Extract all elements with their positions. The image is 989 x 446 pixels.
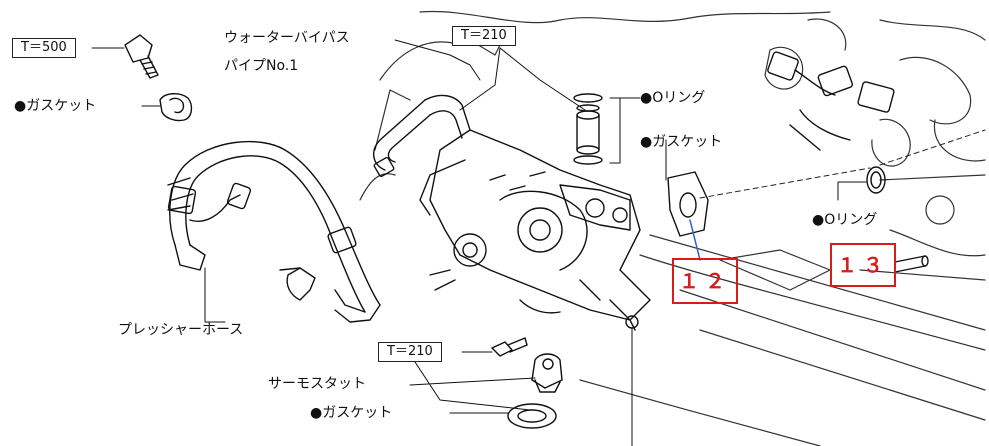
water-bypass-label-line2: パイプNo.1 [224, 58, 299, 74]
water-bypass-pipe-icon [373, 94, 471, 178]
o-ring-icon [573, 93, 603, 165]
gasket-icon [667, 171, 709, 237]
pump-housing-icon [419, 129, 651, 331]
callout-12: １２ [672, 258, 738, 304]
alignment-lines [699, 129, 986, 199]
hose-icon [167, 140, 381, 323]
stud-bolt-icon [894, 255, 929, 273]
torque-label-210-top: T＝210 [452, 26, 516, 46]
thermostat-label: サーモスタット [268, 376, 366, 392]
wiring-connectors [767, 51, 895, 151]
bolt-icon [124, 34, 159, 79]
pressure-hose-label: プレッシャーホース [118, 322, 244, 338]
water-bypass-label-line1: ウォーターバイパス [224, 30, 350, 46]
engine-block-outline [359, 10, 986, 446]
torque-label-210-bottom: T＝210 [378, 342, 442, 362]
bolt-bottom-icon [491, 337, 528, 357]
leader-lines [91, 39, 867, 446]
gasket-bottom-label: ●ガスケット [310, 405, 393, 421]
gasket-left-label: ●ガスケット [14, 98, 97, 114]
gasket-left-icon [159, 93, 193, 122]
o-ring-right-icon [866, 166, 886, 194]
o-ring-right-label: ●Oリング [812, 212, 878, 228]
gasket-mid-label: ●ガスケット [640, 134, 723, 150]
torque-label-500: T＝500 [12, 38, 76, 58]
thermostat-gasket-icon [507, 403, 557, 429]
callout-13: １３ [830, 243, 896, 287]
o-ring-top-label: ●Oリング [640, 90, 706, 106]
thermostat-icon [531, 353, 563, 393]
callout-pointer-12 [689, 219, 701, 261]
